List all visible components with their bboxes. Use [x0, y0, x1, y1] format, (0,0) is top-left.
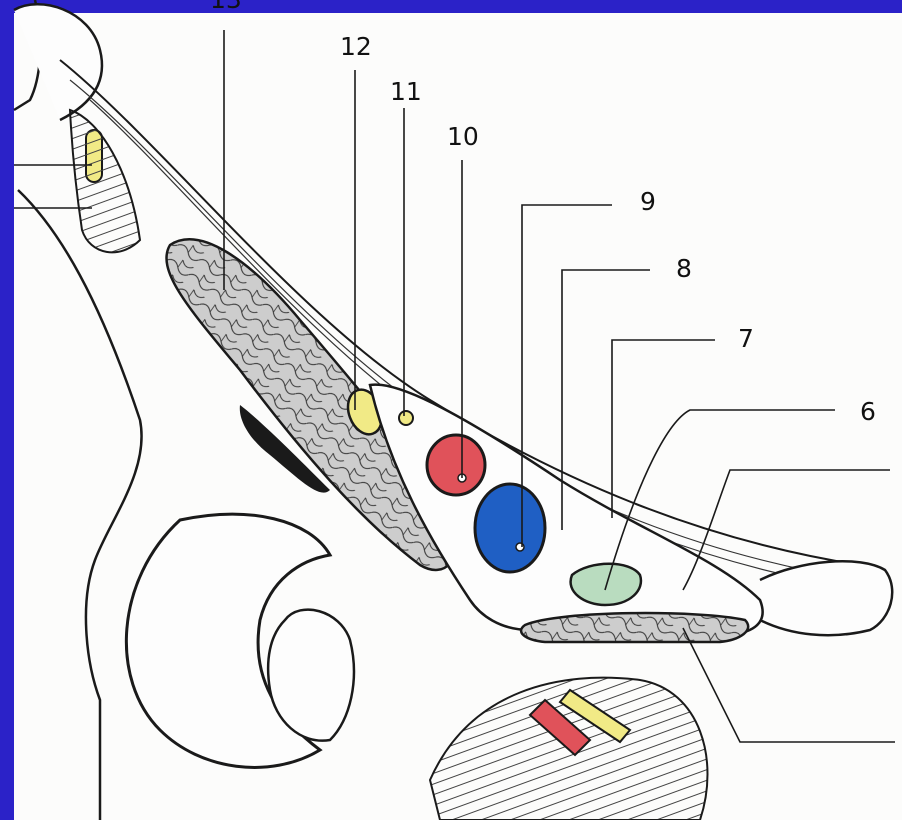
label-8: 8 [676, 254, 692, 283]
label-7: 7 [738, 324, 754, 353]
label-9: 9 [640, 187, 656, 216]
pectineus-muscle [521, 613, 748, 642]
femoral-vein [475, 484, 545, 572]
label-6: 6 [860, 397, 876, 426]
femoral-artery [427, 435, 485, 495]
lymph-node [571, 564, 641, 605]
label-13: 13 [210, 0, 242, 14]
label-11: 11 [390, 77, 422, 106]
sartorius-origin [70, 110, 140, 252]
femoral-sheath [370, 385, 763, 635]
label-10: 10 [447, 122, 479, 151]
pubic-tubercle [760, 561, 892, 635]
genitofemoral-nerve [399, 411, 413, 425]
label-12: 12 [340, 32, 372, 61]
